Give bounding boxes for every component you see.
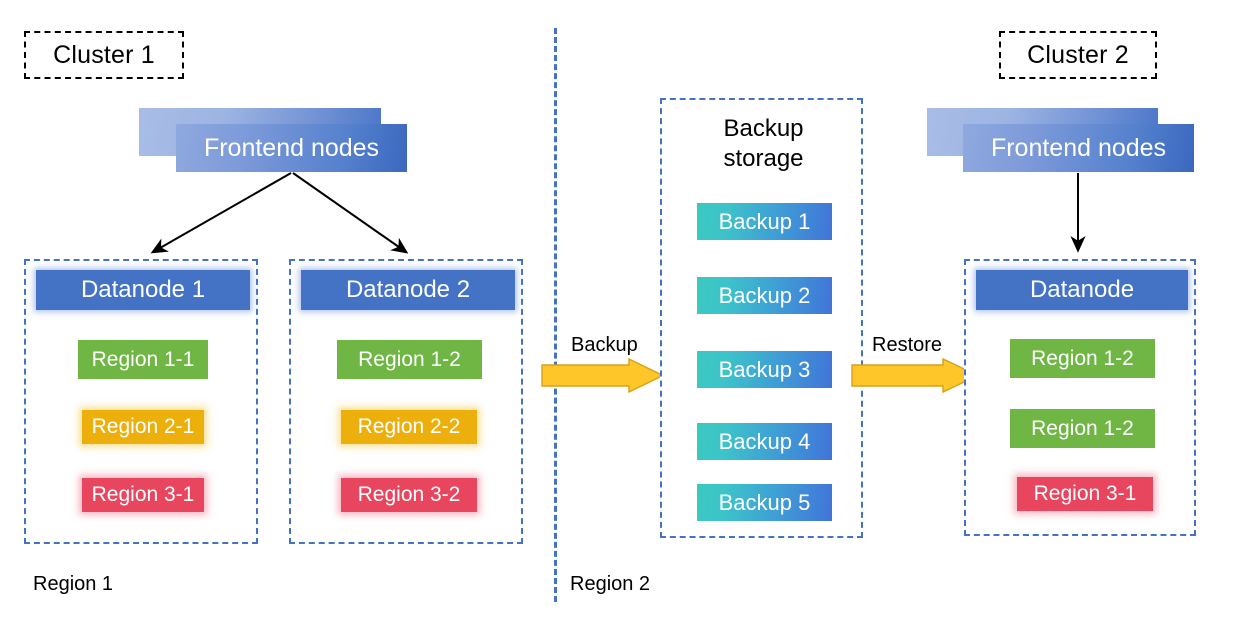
backup-flow-label: Backup [571, 334, 638, 357]
backup-item-3[interactable]: Backup 3 [697, 351, 832, 388]
datanode-2-region-3-label: Region 3-2 [357, 483, 461, 506]
cluster-2-datanode-header: Datanode [976, 270, 1188, 310]
restore-flow-label: Restore [872, 334, 942, 357]
backup-item-2-label: Backup 2 [718, 282, 811, 308]
backup-item-1[interactable]: Backup 1 [697, 203, 832, 240]
datanode-1-region-3[interactable]: Region 3-1 [82, 478, 204, 512]
backup-flow-arrow [541, 357, 665, 394]
datanode-2-container[interactable]: Datanode 2 Region 1-2 Region 2-2 Region … [289, 259, 523, 544]
backup-storage-container[interactable]: Backup storage Backup 1 Backup 2 Backup … [660, 98, 863, 538]
cluster-1-tag: Cluster 1 [24, 31, 184, 79]
backup-storage-title: Backup storage [662, 114, 865, 174]
backup-item-2[interactable]: Backup 2 [697, 277, 832, 314]
datanode-1-container[interactable]: Datanode 1 Region 1-1 Region 2-1 Region … [24, 259, 258, 544]
arrow-frontend-to-datanode-1 [150, 172, 292, 254]
datanode-1-region-2-label: Region 2-1 [91, 415, 195, 438]
cluster-2-frontend-node-card-front: Frontend nodes [963, 124, 1194, 172]
backup-item-4[interactable]: Backup 4 [697, 423, 832, 460]
cluster-2-datanode-region-2[interactable]: Region 1-2 [1010, 409, 1155, 448]
restore-arrow-shape [851, 357, 980, 394]
datanode-1-region-2[interactable]: Region 2-1 [82, 410, 204, 444]
datanode-1-region-1-label: Region 1-1 [91, 347, 195, 371]
region-1-caption-text: Region 1 [33, 573, 114, 595]
frontend-node-card-front: Frontend nodes [176, 124, 407, 172]
cluster-1-frontend-label: Frontend nodes [203, 133, 380, 162]
region-divider [554, 28, 557, 602]
cluster-1-tag-label: Cluster 1 [53, 40, 155, 69]
datanode-1-region-3-label: Region 3-1 [91, 483, 195, 506]
cluster-2-datanode-region-3[interactable]: Region 3-1 [1017, 477, 1153, 511]
datanode-1-header-label: Datanode 1 [80, 276, 206, 303]
datanode-2-header: Datanode 2 [301, 270, 515, 310]
cluster-2-datanode-region-1[interactable]: Region 1-2 [1010, 339, 1155, 378]
region-1-caption: Region 1 [33, 573, 113, 596]
restore-flow-label-text: Restore [872, 334, 943, 356]
cluster-2-tag: Cluster 2 [999, 31, 1157, 79]
cluster-2-datanode-region-3-label: Region 3-1 [1033, 482, 1137, 505]
region-2-caption-text: Region 2 [570, 573, 651, 595]
cluster-2-frontend-label: Frontend nodes [990, 133, 1167, 162]
datanode-2-region-2-label: Region 2-2 [357, 415, 461, 438]
backup-storage-title-line-1: Backup [723, 115, 804, 142]
backup-item-4-label: Backup 4 [718, 428, 811, 454]
restore-flow-arrow [851, 357, 980, 394]
backup-item-1-label: Backup 1 [718, 208, 811, 234]
region-2-caption: Region 2 [570, 573, 650, 596]
datanode-2-region-1[interactable]: Region 1-2 [337, 340, 482, 379]
cluster-2-tag-label: Cluster 2 [1027, 40, 1129, 69]
backup-item-5[interactable]: Backup 5 [697, 484, 832, 521]
datanode-2-header-label: Datanode 2 [345, 276, 471, 303]
arrow-frontend-to-datanode-2 [292, 172, 409, 254]
backup-flow-label-text: Backup [571, 334, 638, 356]
cluster-2-datanode-region-2-label: Region 1-2 [1031, 416, 1134, 440]
cluster-2-datanode-header-label: Datanode [1029, 276, 1135, 303]
datanode-2-region-3[interactable]: Region 3-2 [341, 478, 477, 512]
backup-arrow-shape [541, 357, 665, 394]
backup-storage-title-line-2: storage [723, 145, 804, 172]
cluster-2-datanode-region-1-label: Region 1-2 [1031, 346, 1134, 370]
datanode-1-region-1[interactable]: Region 1-1 [78, 340, 208, 379]
cluster-2-datanode-container[interactable]: Datanode Region 1-2 Region 1-2 Region 3-… [964, 259, 1196, 536]
backup-item-5-label: Backup 5 [718, 489, 811, 515]
datanode-2-region-2[interactable]: Region 2-2 [341, 410, 477, 444]
datanode-2-region-1-label: Region 1-2 [358, 347, 461, 371]
backup-item-3-label: Backup 3 [718, 356, 811, 382]
datanode-1-header: Datanode 1 [36, 270, 250, 310]
